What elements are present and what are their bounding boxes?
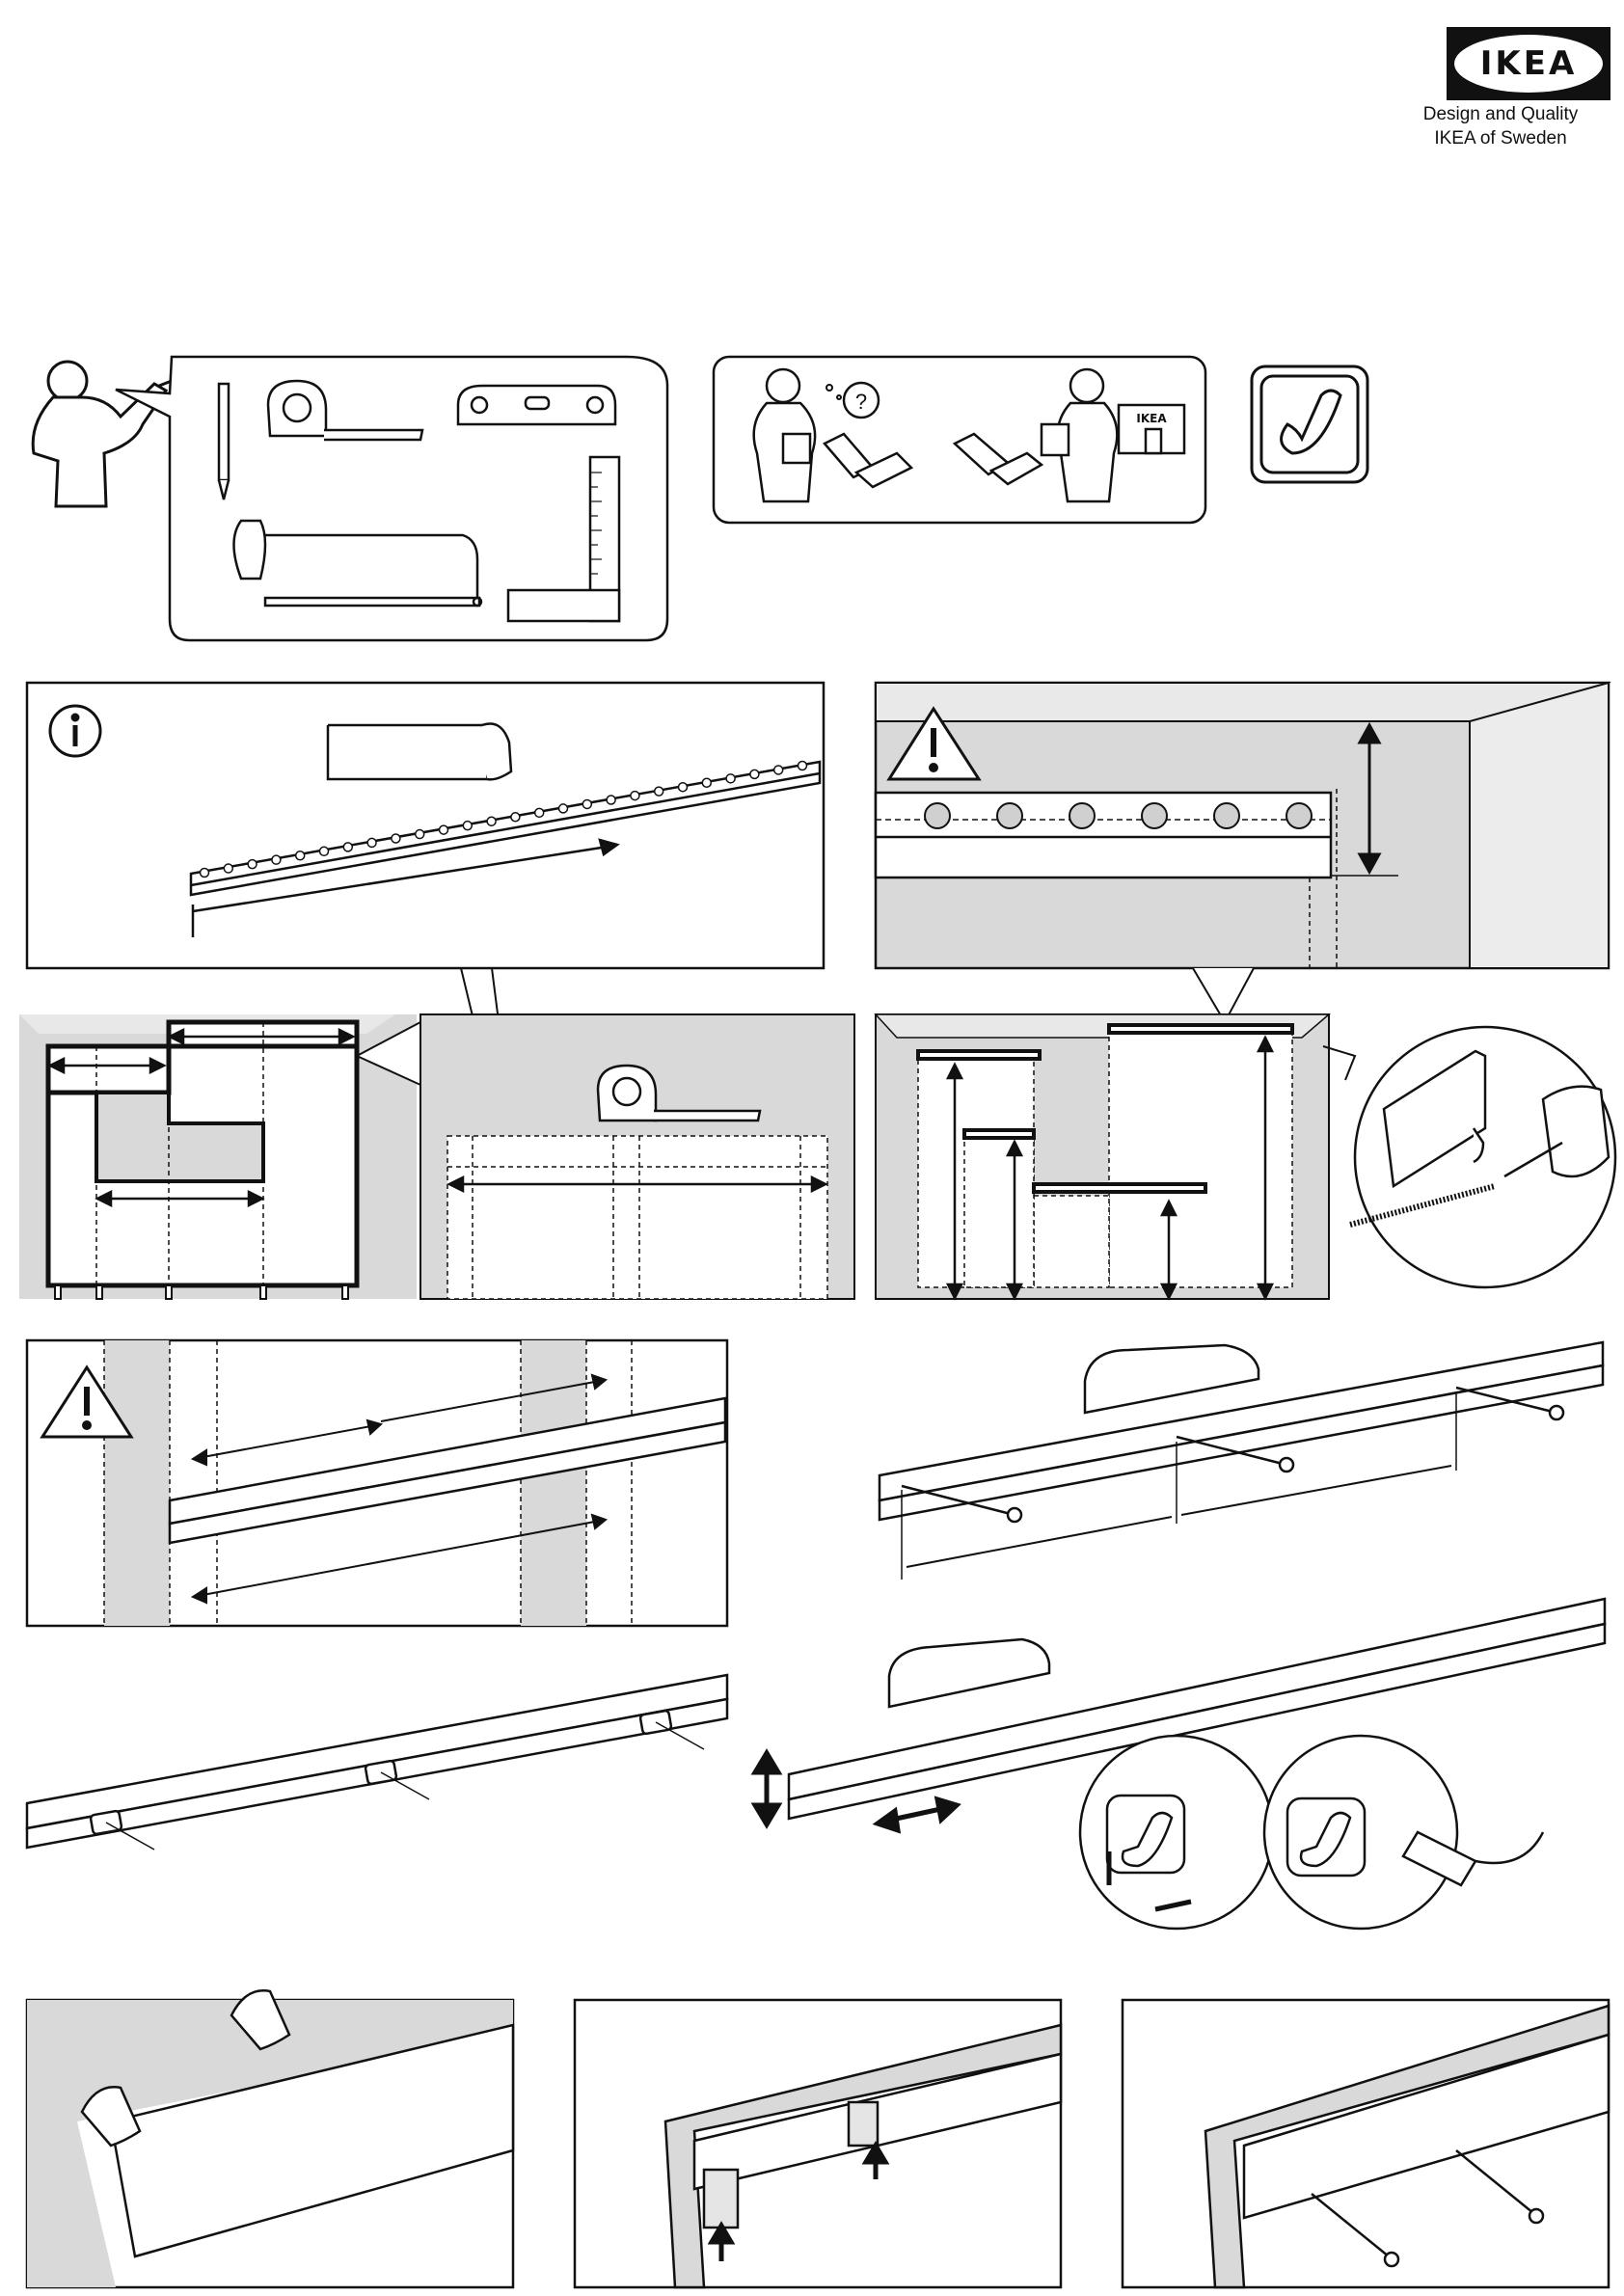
rail-hole: [416, 830, 424, 839]
person-pointing-icon: [33, 362, 172, 506]
rail-hole: [296, 851, 305, 860]
rail-hole: [607, 796, 615, 804]
rail-hole: [201, 869, 209, 878]
rail-hole: [750, 770, 759, 778]
rail-hole: [367, 838, 376, 847]
rail-hole: [679, 783, 688, 792]
rail-hole: [582, 799, 591, 808]
info-icon: [50, 706, 100, 756]
rail-hole: [440, 825, 448, 834]
rail-hole: [272, 855, 281, 864]
leftright-arrow-icon: [878, 1799, 957, 1830]
rail-hole: [655, 787, 663, 796]
rail-hole: [559, 804, 568, 813]
rail-hole: [631, 792, 639, 800]
rail-hole: [535, 808, 544, 817]
rail-hole: [248, 860, 257, 869]
rail-hole: [224, 864, 232, 873]
pencil-icon: [219, 384, 229, 500]
spirit-level-icon: [458, 386, 615, 424]
store-sign: IKEA: [1136, 412, 1167, 425]
rail-hole: [774, 766, 783, 774]
rail-hole: [343, 843, 352, 851]
rail-hole: [463, 822, 472, 830]
question-mark: ?: [855, 390, 867, 414]
rail-hole: [726, 774, 735, 783]
rail-hole: [487, 817, 496, 825]
rail-hole: [798, 762, 807, 770]
rail-with-brackets-left: [27, 1675, 727, 1848]
rail-hole: [702, 778, 711, 787]
rail-hole: [511, 813, 520, 822]
updown-arrow-icon: [755, 1753, 778, 1824]
rail-hole: [392, 834, 400, 843]
level-rail-screws: [880, 1342, 1603, 1520]
rail-hole: [320, 847, 329, 855]
hook-bracket-icon: [1252, 366, 1367, 482]
